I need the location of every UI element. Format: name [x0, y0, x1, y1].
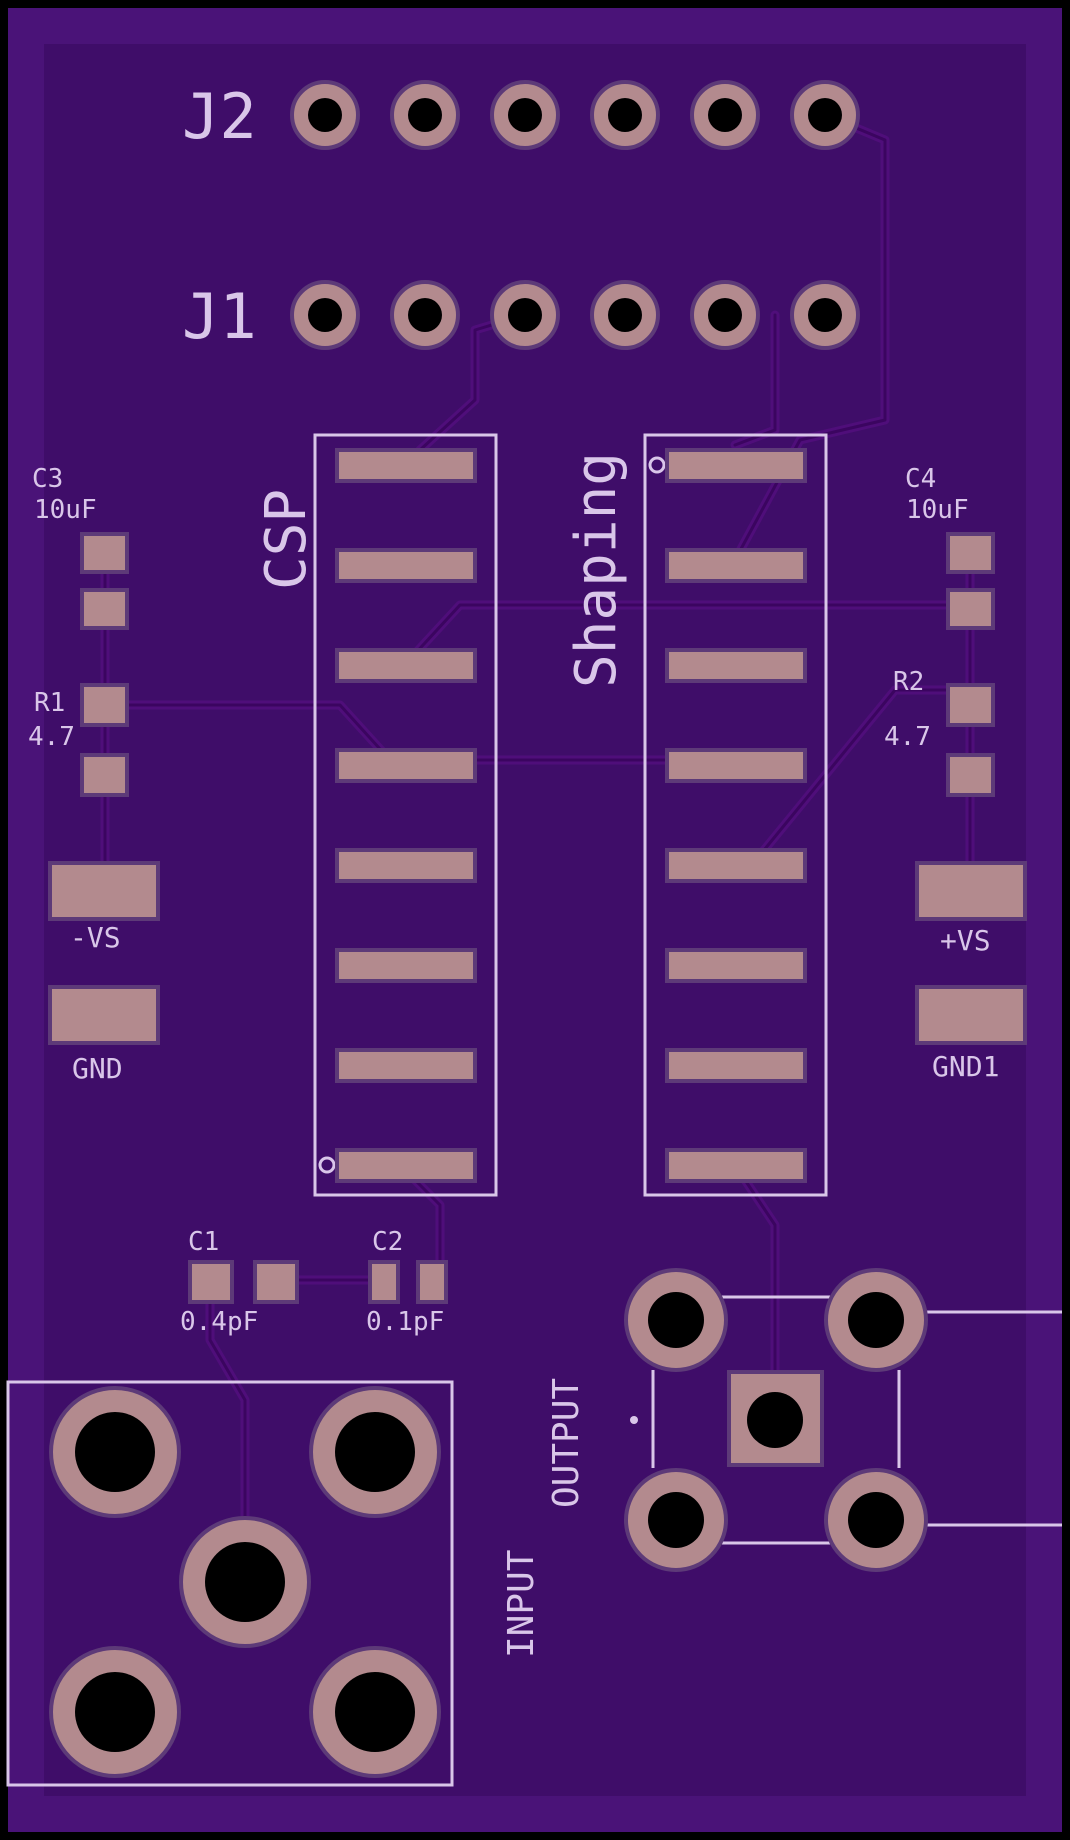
c4-value: 10uF	[906, 495, 969, 525]
c1-ref: C1	[188, 1227, 219, 1257]
neg-vs-terminal: -VS	[48, 861, 160, 954]
r2-ref: R2	[893, 667, 924, 697]
shaping-pads	[665, 448, 807, 1183]
c2-capacitor: C2 0.1pF	[366, 1227, 448, 1337]
gnd1-terminal: GND1	[915, 985, 1027, 1083]
r1-value: 4.7	[28, 722, 75, 752]
c1-value: 0.4pF	[180, 1307, 258, 1337]
input-label: INPUT	[501, 1550, 542, 1658]
c3-value: 10uF	[34, 495, 97, 525]
gnd1-label: GND1	[932, 1050, 999, 1083]
csp-label: CSP	[254, 489, 319, 590]
c2-value: 0.1pF	[366, 1307, 444, 1337]
r2-resistor: R2 4.7	[884, 667, 995, 797]
j2-label: J2	[182, 80, 257, 153]
c4-capacitor: C4 10uF	[905, 464, 995, 630]
input-connector: INPUT	[6, 1380, 542, 1787]
j2-header: J2	[182, 80, 860, 153]
neg-vs-label: -VS	[70, 921, 121, 954]
c3-capacitor: C3 10uF	[32, 464, 129, 630]
r2-value: 4.7	[884, 722, 931, 752]
gnd-terminal: GND	[48, 985, 160, 1085]
gnd-label: GND	[72, 1052, 123, 1085]
j1-header: J1	[182, 280, 860, 353]
r1-resistor: R1 4.7	[28, 683, 129, 797]
output-label: OUTPUT	[546, 1378, 587, 1508]
shaping-ic: Shaping	[564, 433, 828, 1197]
j1-pads	[290, 280, 860, 350]
c3-ref: C3	[32, 464, 63, 494]
c2-ref: C2	[372, 1227, 403, 1257]
j1-label: J1	[182, 280, 257, 353]
r1-ref: R1	[34, 688, 65, 718]
output-connector: OUTPUT	[546, 1268, 1062, 1572]
c4-ref: C4	[905, 464, 936, 494]
csp-ic: CSP	[254, 433, 498, 1197]
pos-vs-label: +VS	[940, 924, 991, 957]
pos-vs-terminal: +VS	[915, 861, 1027, 957]
shaping-label: Shaping	[564, 452, 629, 688]
c1-capacitor: C1 0.4pF	[180, 1227, 299, 1337]
j2-pads	[290, 80, 860, 150]
csp-pads	[335, 448, 477, 1183]
